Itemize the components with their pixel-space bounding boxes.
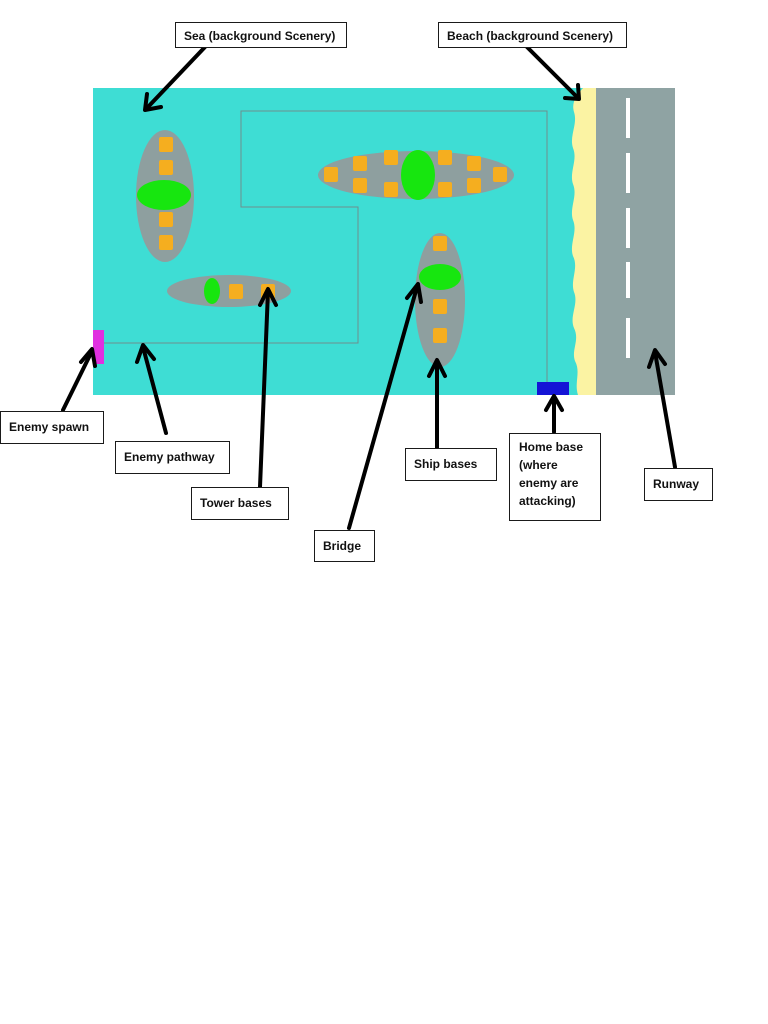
arrow-ship-bases xyxy=(427,358,447,450)
runway-center-markings xyxy=(626,98,630,358)
ship-base xyxy=(353,156,367,171)
arrow-beach xyxy=(525,45,581,101)
ship-base xyxy=(353,178,367,193)
ship-base xyxy=(324,167,338,182)
enemy-spawn-marker xyxy=(93,330,104,364)
arrow-home-base xyxy=(544,394,564,434)
label-enemy-pathway: Enemy pathway xyxy=(115,441,230,474)
tower-island xyxy=(415,233,465,367)
bridge-shape xyxy=(401,150,435,200)
arrow-bridge xyxy=(347,282,423,530)
ship-base xyxy=(384,150,398,165)
runway-dash xyxy=(626,153,630,193)
runway-dash xyxy=(626,208,630,248)
ship-base xyxy=(159,160,173,175)
arrow-enemy-pathway xyxy=(135,343,168,435)
tower-island xyxy=(167,275,291,307)
label-tower-bases: Tower bases xyxy=(191,487,289,520)
ship-base xyxy=(493,167,507,182)
ship-base xyxy=(159,137,173,152)
bridge-shape xyxy=(137,180,191,210)
runway-area xyxy=(596,88,675,395)
label-beach: Beach (background Scenery) xyxy=(438,22,627,48)
arrow-tower-bases xyxy=(258,287,278,489)
bridge-shape xyxy=(204,278,220,304)
ship-base xyxy=(438,150,452,165)
ship-base xyxy=(229,284,243,299)
ship-base xyxy=(438,182,452,197)
label-ship-bases: Ship bases xyxy=(405,448,497,481)
ship-base xyxy=(467,178,481,193)
label-runway: Runway xyxy=(644,468,713,501)
ship-base xyxy=(467,156,481,171)
arrow-runway xyxy=(647,348,677,469)
runway-dash xyxy=(626,98,630,138)
beach-strip xyxy=(571,88,596,395)
ship-base xyxy=(433,328,447,343)
bridge-shape xyxy=(419,264,461,290)
ship-base xyxy=(433,299,447,314)
arrow-enemy-spawn xyxy=(61,347,97,412)
runway-dash xyxy=(626,318,630,358)
label-enemy-spawn: Enemy spawn xyxy=(0,411,104,444)
tower-island xyxy=(136,130,194,262)
label-bridge: Bridge xyxy=(314,530,375,562)
ship-base xyxy=(433,236,447,251)
tower-island xyxy=(318,150,514,200)
annotation-arrows xyxy=(61,45,677,530)
ship-base xyxy=(384,182,398,197)
label-sea: Sea (background Scenery) xyxy=(175,22,347,48)
ship-base xyxy=(159,212,173,227)
label-home-base: Home base (where enemy are attacking) xyxy=(509,433,601,521)
ship-base xyxy=(159,235,173,250)
arrow-sea xyxy=(143,45,207,112)
enemy-pathway-line xyxy=(103,110,548,383)
runway-dash xyxy=(626,262,630,298)
home-base-marker xyxy=(537,382,569,395)
